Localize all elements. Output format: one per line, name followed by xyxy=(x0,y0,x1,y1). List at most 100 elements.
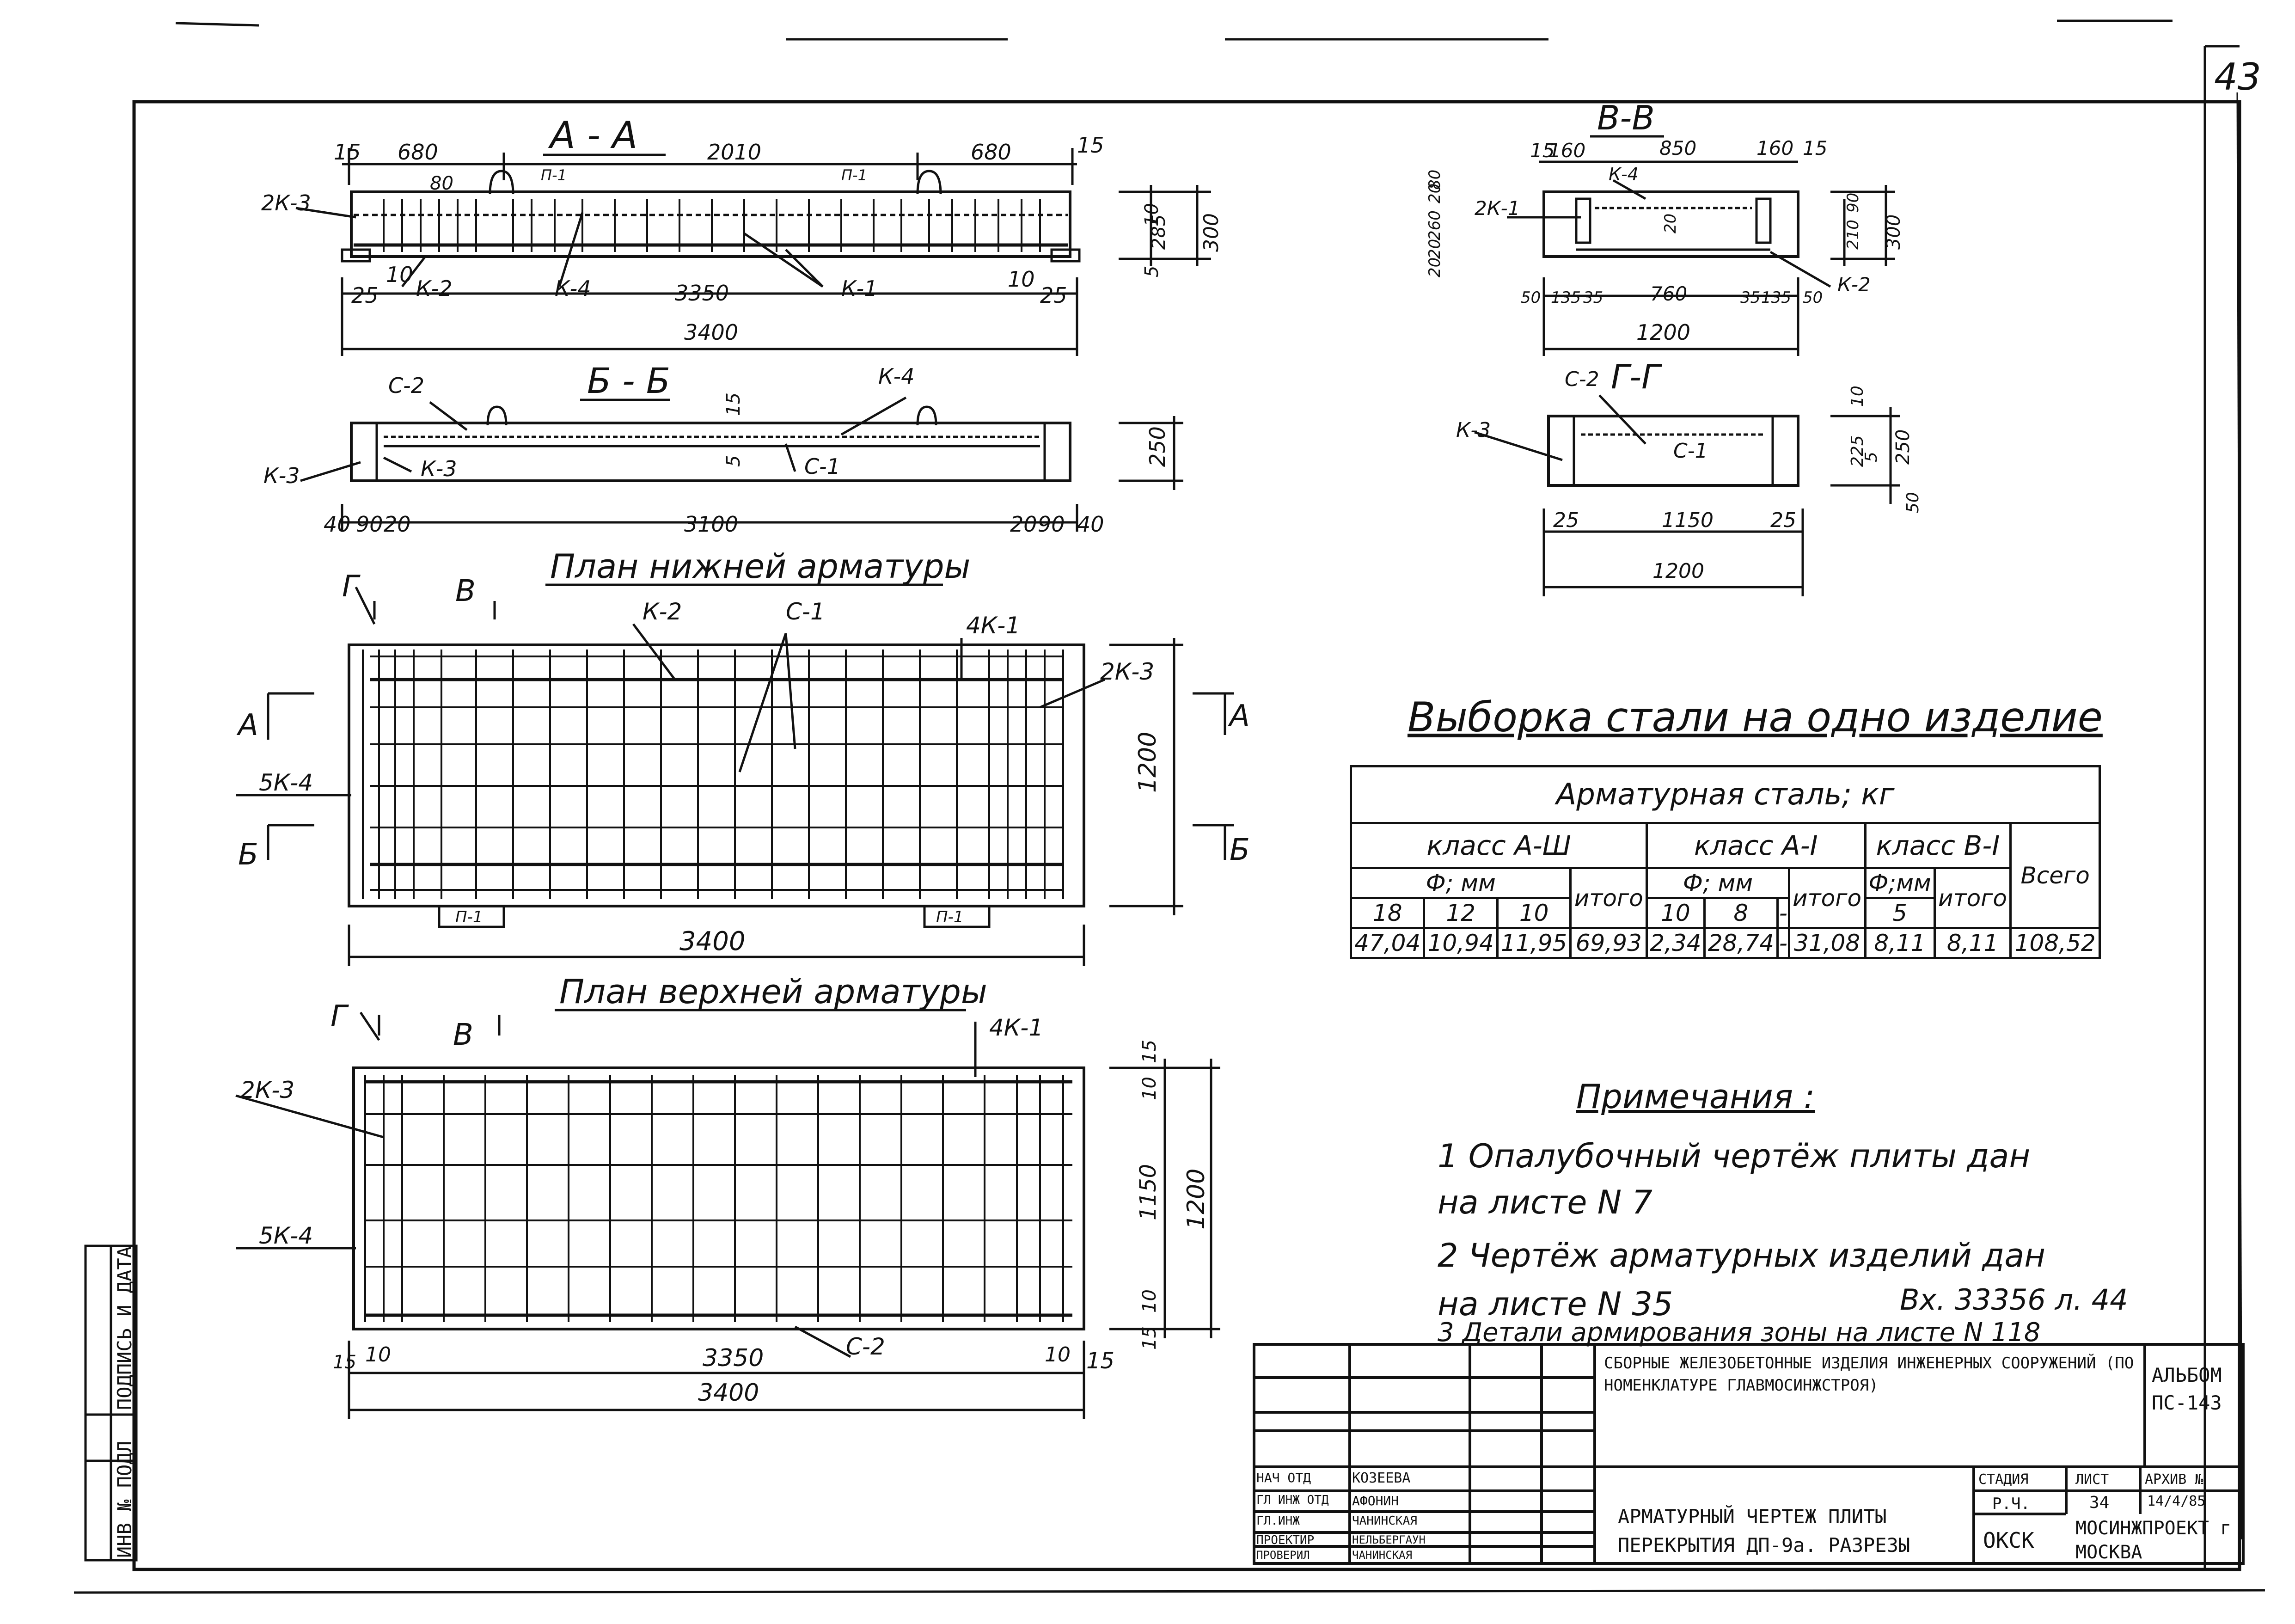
stamp-role-2: ГЛ ИНЖ ОТД xyxy=(1256,1493,1329,1507)
plan-upper-cut-g: Г xyxy=(330,999,349,1034)
dia-a1-dash: - xyxy=(1776,897,1790,929)
section-gg-dimensions: 25 1150 25 1200 10 225 5 250 50 С-2 К-3 … xyxy=(1456,368,1922,583)
aa-dim-80: 80 xyxy=(430,173,453,194)
stamp-stage-label: СТАДИЯ xyxy=(1978,1471,2029,1488)
vv-dim-135: 135 xyxy=(1551,288,1581,307)
plan-upper-dim-10-top: 10 xyxy=(1139,1077,1160,1100)
section-bb-dimensions: 40 90 20 3100 20 90 40 250 15 5 С-2 К-4 … xyxy=(263,364,1170,537)
plan-lower-cut-a-left: А xyxy=(236,708,258,742)
side-stamp-grid xyxy=(84,1244,138,1562)
aa-dim-10-right: 10 xyxy=(1008,267,1035,292)
stamp-name-3: ЧАНИНСКАЯ xyxy=(1352,1514,1417,1528)
gg-label-c1: С-1 xyxy=(1673,439,1708,463)
aa-label-p1-left: П-1 xyxy=(541,166,567,184)
stamp-name-5: ЧАНИНСКАЯ xyxy=(1352,1549,1413,1562)
dia-a1-10: 10 xyxy=(1646,897,1706,929)
plan-lower-label-4k1: 4К-1 xyxy=(966,612,1020,639)
note-line-4: на листе N 35 xyxy=(1438,1285,1673,1323)
vv-label-k4: К-4 xyxy=(1609,164,1639,184)
stamp-series: СБОРНЫЕ ЖЕЛЕЗОБЕТОННЫЕ ИЗДЕЛИЯ ИНЖЕНЕРНЫ… xyxy=(1604,1354,2134,1395)
vv-dim-50: 50 xyxy=(1521,288,1541,307)
plan-upper-dim-15-left: 15 xyxy=(333,1352,356,1373)
section-vv-title: В-В xyxy=(1597,98,1655,137)
bb-dim-5: 5 xyxy=(723,455,744,467)
gg-dim-1150: 1150 xyxy=(1662,509,1714,532)
gg-label-c2: С-2 xyxy=(1565,368,1599,391)
gg-dim-25-right: 25 xyxy=(1770,509,1796,532)
plan-lower-label-c1: С-1 xyxy=(786,598,825,625)
steel-table-header: Арматурная сталь; кг xyxy=(1350,765,2101,824)
itogo-v1: итого xyxy=(1933,867,2012,929)
sheet-frame xyxy=(73,19,2265,1594)
vv-dim-90: 90 xyxy=(1844,193,1862,213)
vv-dim-760: 760 xyxy=(1650,282,1687,305)
note-line-1: 1 Опалубочный чертёж плиты дан xyxy=(1438,1137,2031,1175)
plan-lower-cut-g: Г xyxy=(342,570,361,604)
vv-dim-50-r: 50 xyxy=(1803,288,1823,307)
note-line-5: 3 Детали армирования зоны на листе N 118 xyxy=(1438,1318,2041,1348)
plan-lower-label-k2: К-2 xyxy=(643,598,682,625)
stamp-name-1: КОЗЕЕВА xyxy=(1352,1470,1411,1486)
stamp-title: АРМАТУРНЫЙ ЧЕРТЕЖ ПЛИТЫ ПЕРЕКРЫТИЯ ДП-9а… xyxy=(1618,1505,1910,1557)
plan-upper-dim-1150: 1150 xyxy=(1135,1164,1161,1220)
val-10: 11,95 xyxy=(1496,927,1572,959)
aa-dim-3350: 3350 xyxy=(675,281,729,306)
val-v1-5: 8,11 xyxy=(1864,927,1936,959)
class-a3: класс А-Ш xyxy=(1349,822,1648,869)
bb-label-k4: К-4 xyxy=(878,364,915,389)
plan-upper-label-c2: С-2 xyxy=(846,1333,885,1360)
stamp-role-5: ПРОВЕРИЛ xyxy=(1256,1549,1310,1562)
vv-dim-260: 260 xyxy=(1426,210,1444,240)
bb-dim-90-right: 90 xyxy=(1038,512,1065,537)
aa-dim-25-right: 25 xyxy=(1040,283,1067,308)
bb-dim-15: 15 xyxy=(723,392,744,416)
vv-dim-210: 210 xyxy=(1844,220,1862,250)
vv-dim-850: 850 xyxy=(1659,137,1696,159)
notes-title: Примечания : xyxy=(1576,1077,1815,1116)
plan-lower-dim-1200: 1200 xyxy=(1134,732,1162,793)
plan-lower-label-p1-right: П-1 xyxy=(936,908,963,926)
bb-dim-20-left: 20 xyxy=(384,512,411,537)
plan-upper-dim-15-bot: 15 xyxy=(1139,1326,1160,1350)
itogo-a3: итого xyxy=(1569,867,1648,929)
dia-header-a1: Ф; мм xyxy=(1646,867,1790,899)
stamp-name-2: АФОНИН xyxy=(1352,1493,1399,1508)
bb-dim-3100: 3100 xyxy=(684,512,738,537)
stamp-sheet-label: ЛИСТ xyxy=(2075,1471,2109,1488)
plan-lower-label-5k4: 5К-4 xyxy=(259,769,313,796)
note-line-2: на листе N 7 xyxy=(1438,1183,1652,1221)
section-vv-dimensions: 15 160 850 160 15 50 135 35 760 35 135 5… xyxy=(1426,137,1904,345)
aa-dim-680-left: 680 xyxy=(398,140,438,165)
gg-dim-1200: 1200 xyxy=(1652,559,1704,583)
val-total: 108,52 xyxy=(2009,927,2101,959)
aa-dim-10-left: 10 xyxy=(386,262,413,287)
side-signature-date: ПОДПИСЬ И ДАТА xyxy=(113,1246,136,1410)
aa-dim-2010: 2010 xyxy=(707,140,761,165)
plan-upper-dim-3350: 3350 xyxy=(703,1344,764,1372)
val-18: 47,04 xyxy=(1349,927,1426,959)
gg-dim-10: 10 xyxy=(1848,386,1867,407)
vv-dim-160: 160 xyxy=(1548,139,1585,162)
val-a1-dash: - xyxy=(1776,927,1790,959)
stamp-name-4: НЕЛЬБЕРГАУН xyxy=(1352,1533,1426,1546)
vv-label-2k1: 2К-1 xyxy=(1475,197,1520,220)
vv-dim-20a: 20 xyxy=(1426,184,1444,203)
vv-dim-15: 15 xyxy=(1530,139,1554,162)
vv-dim-1200: 1200 xyxy=(1636,320,1690,345)
plan-upper-dim-15-top: 15 xyxy=(1139,1040,1160,1063)
class-v1: класс В-I xyxy=(1864,822,2012,869)
side-stamp: ИНВ № ПОДЛ ПОДПИСЬ И ДАТА xyxy=(83,1244,139,1563)
stamp-dept: ОКСК xyxy=(1983,1528,2034,1553)
section-aa: А - А xyxy=(295,114,1211,356)
section-gg: Г-Г xyxy=(1474,357,1900,596)
vv-dim-135-r: 135 xyxy=(1761,288,1791,307)
bb-dim-20-right: 20 xyxy=(1010,512,1037,537)
stamp-role-4: ПРОЕКТИР xyxy=(1256,1533,1315,1547)
section-bb: Б - Б xyxy=(300,360,1183,532)
val-itogo-a1: 31,08 xyxy=(1787,927,1867,959)
plan-upper-label-4k1: 4К-1 xyxy=(989,1014,1043,1041)
gg-dim-5: 5 xyxy=(1862,452,1881,462)
vv-dim-35-r: 35 xyxy=(1740,288,1760,307)
vv-dim-20-mid: 20 xyxy=(1661,214,1680,233)
gg-dim-25-left: 25 xyxy=(1553,509,1579,532)
